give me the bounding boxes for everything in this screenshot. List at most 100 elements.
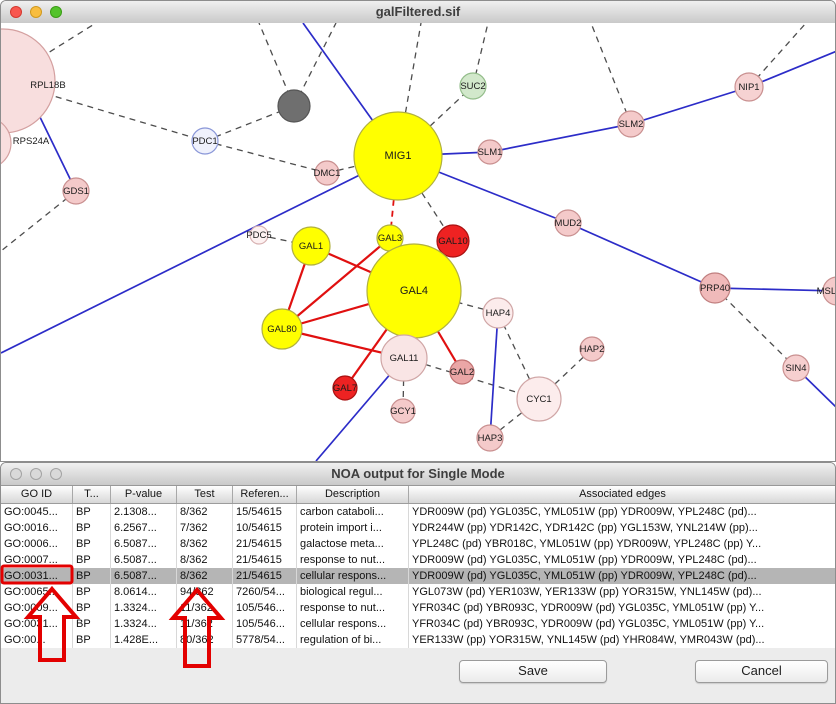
- node-SUC2[interactable]: [459, 72, 487, 100]
- cell-edges: YER133W (pp) YOR315W, YNL145W (pd) YHR08…: [409, 632, 836, 648]
- cell-go_id: GO:0031...: [1, 616, 73, 632]
- cell-test: 11/362: [177, 616, 233, 632]
- node-label-RPS24A: RPS24A: [13, 136, 50, 147]
- cell-test: 8/362: [177, 568, 233, 584]
- node-GAL7[interactable]: [332, 375, 358, 401]
- cell-description: biological regul...: [297, 584, 409, 600]
- node-label-GAL2: GAL2: [450, 367, 474, 378]
- node-GRAY1[interactable]: [277, 89, 311, 123]
- node-MIG1[interactable]: [353, 111, 443, 201]
- cell-reference: 21/54615: [233, 568, 297, 584]
- noa-window-titlebar[interactable]: NOA output for Single Mode: [1, 463, 835, 486]
- node-SIN4[interactable]: [782, 354, 810, 382]
- column-header-edges[interactable]: Associated edges: [409, 486, 836, 503]
- node-RPS24A[interactable]: [1, 117, 12, 169]
- node-label-NIP1: NIP1: [738, 82, 759, 93]
- column-header-p_value[interactable]: P-value: [111, 486, 177, 503]
- node-label-CYC1: CYC1: [526, 394, 551, 405]
- node-MUD2[interactable]: [554, 209, 582, 237]
- edge-SLM1-SLM2: [489, 123, 632, 153]
- column-header-go_id[interactable]: GO ID: [1, 486, 73, 503]
- cell-p_value: 6.2567...: [111, 520, 177, 536]
- node-label-PRP40: PRP40: [700, 283, 730, 294]
- node-GDS1[interactable]: [62, 177, 90, 205]
- cell-p_value: 1.428E...: [111, 632, 177, 648]
- minimize-button[interactable]: [30, 468, 42, 480]
- cell-go_id: GO:0007...: [1, 552, 73, 568]
- node-label-HAP2: HAP2: [580, 344, 605, 355]
- node-label-SLM2: SLM2: [619, 119, 644, 130]
- save-button[interactable]: Save: [459, 660, 607, 683]
- cell-test: 94/362: [177, 584, 233, 600]
- node-PRP40[interactable]: [699, 272, 731, 304]
- node-label-GDS1: GDS1: [63, 186, 89, 197]
- node-label-PDC5: PDC5: [246, 230, 271, 241]
- node-GAL10[interactable]: [436, 224, 470, 258]
- node-HAP3[interactable]: [476, 424, 504, 452]
- node-GAL80[interactable]: [261, 308, 303, 350]
- network-window-titlebar[interactable]: galFiltered.sif: [1, 1, 835, 24]
- noa-window-title: NOA output for Single Mode: [331, 466, 505, 481]
- node-PDC5[interactable]: [249, 225, 269, 245]
- node-label-GAL10: GAL10: [438, 236, 468, 247]
- column-header-test[interactable]: Test: [177, 486, 233, 503]
- node-HAP4[interactable]: [482, 297, 514, 329]
- column-header-reference[interactable]: Referen...: [233, 486, 297, 503]
- cell-type: BP: [73, 584, 111, 600]
- node-CYC1[interactable]: [516, 376, 562, 422]
- zoom-button[interactable]: [50, 6, 62, 18]
- node-GAL2[interactable]: [449, 359, 475, 385]
- node-label-GAL4: GAL4: [400, 285, 428, 297]
- node-GAL11[interactable]: [380, 334, 428, 382]
- cell-go_id: GO:0016...: [1, 520, 73, 536]
- cell-edges: YFR034C (pd) YBR093C, YDR009W (pd) YGL03…: [409, 616, 836, 632]
- network-canvas[interactable]: RPL18BRPS24AGDS1PDC1DMC1MIG1SUC2SLM1SLM2…: [1, 23, 835, 461]
- cell-edges: YDR244W (pp) YDR142C, YDR142C (pp) YGL15…: [409, 520, 836, 536]
- cell-description: cellular respons...: [297, 616, 409, 632]
- cell-type: BP: [73, 632, 111, 648]
- zoom-button[interactable]: [50, 468, 62, 480]
- edge-GDS1-A_LEFT2: [1, 190, 77, 252]
- node-MSL1[interactable]: [822, 276, 835, 306]
- node-GCY1[interactable]: [390, 398, 416, 424]
- cell-reference: 21/54615: [233, 552, 297, 568]
- cell-p_value: 1.3324...: [111, 600, 177, 616]
- cell-description: protein import i...: [297, 520, 409, 536]
- node-SLM2[interactable]: [617, 110, 645, 138]
- node-label-SUC2: SUC2: [460, 81, 485, 92]
- column-header-type[interactable]: T...: [73, 486, 111, 503]
- node-NIP1[interactable]: [734, 72, 764, 102]
- edge-PDC1-DMC1: [204, 140, 328, 174]
- edge-SLM2-A_TOP7: [590, 23, 632, 125]
- node-label-MIG1: MIG1: [385, 150, 412, 162]
- column-header-description[interactable]: Description: [297, 486, 409, 503]
- close-button[interactable]: [10, 6, 22, 18]
- node-PDC1[interactable]: [191, 127, 219, 155]
- cell-go_id: GO:0045...: [1, 504, 73, 520]
- close-button[interactable]: [10, 468, 22, 480]
- cell-type: BP: [73, 520, 111, 536]
- node-DMC1[interactable]: [314, 160, 340, 186]
- node-GAL1[interactable]: [291, 226, 331, 266]
- node-HAP2[interactable]: [579, 336, 605, 362]
- node-SLM1[interactable]: [477, 139, 503, 165]
- cell-go_id: GO:0065...: [1, 584, 73, 600]
- cancel-button[interactable]: Cancel: [695, 660, 828, 683]
- cell-test: 7/362: [177, 520, 233, 536]
- node-label-GAL80: GAL80: [267, 324, 297, 335]
- minimize-button[interactable]: [30, 6, 42, 18]
- cell-p_value: 6.5087...: [111, 552, 177, 568]
- cell-type: BP: [73, 616, 111, 632]
- cell-p_value: 2.1308...: [111, 504, 177, 520]
